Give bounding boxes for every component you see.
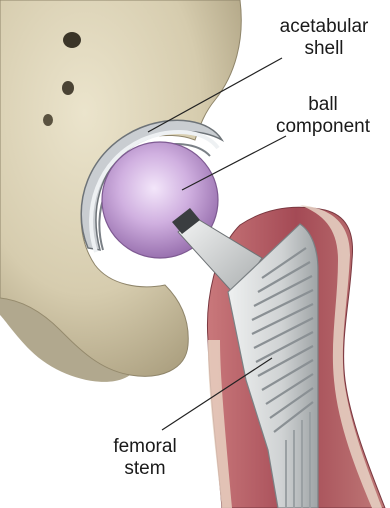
- label-acetabular-shell-line1: acetabular: [258, 16, 390, 38]
- label-ball-component-line2: component: [256, 116, 390, 138]
- label-ball-component: ball component: [256, 94, 390, 138]
- label-femoral-stem-line2: stem: [86, 458, 204, 480]
- label-ball-component-line1: ball: [256, 94, 390, 116]
- label-femoral-stem: femoral stem: [86, 436, 204, 480]
- bone-hole: [63, 32, 81, 48]
- label-femoral-stem-line1: femoral: [86, 436, 204, 458]
- label-acetabular-shell-line2: shell: [258, 38, 390, 60]
- bone-hole: [62, 81, 74, 95]
- label-acetabular-shell: acetabular shell: [258, 16, 390, 60]
- bone-hole: [43, 114, 53, 126]
